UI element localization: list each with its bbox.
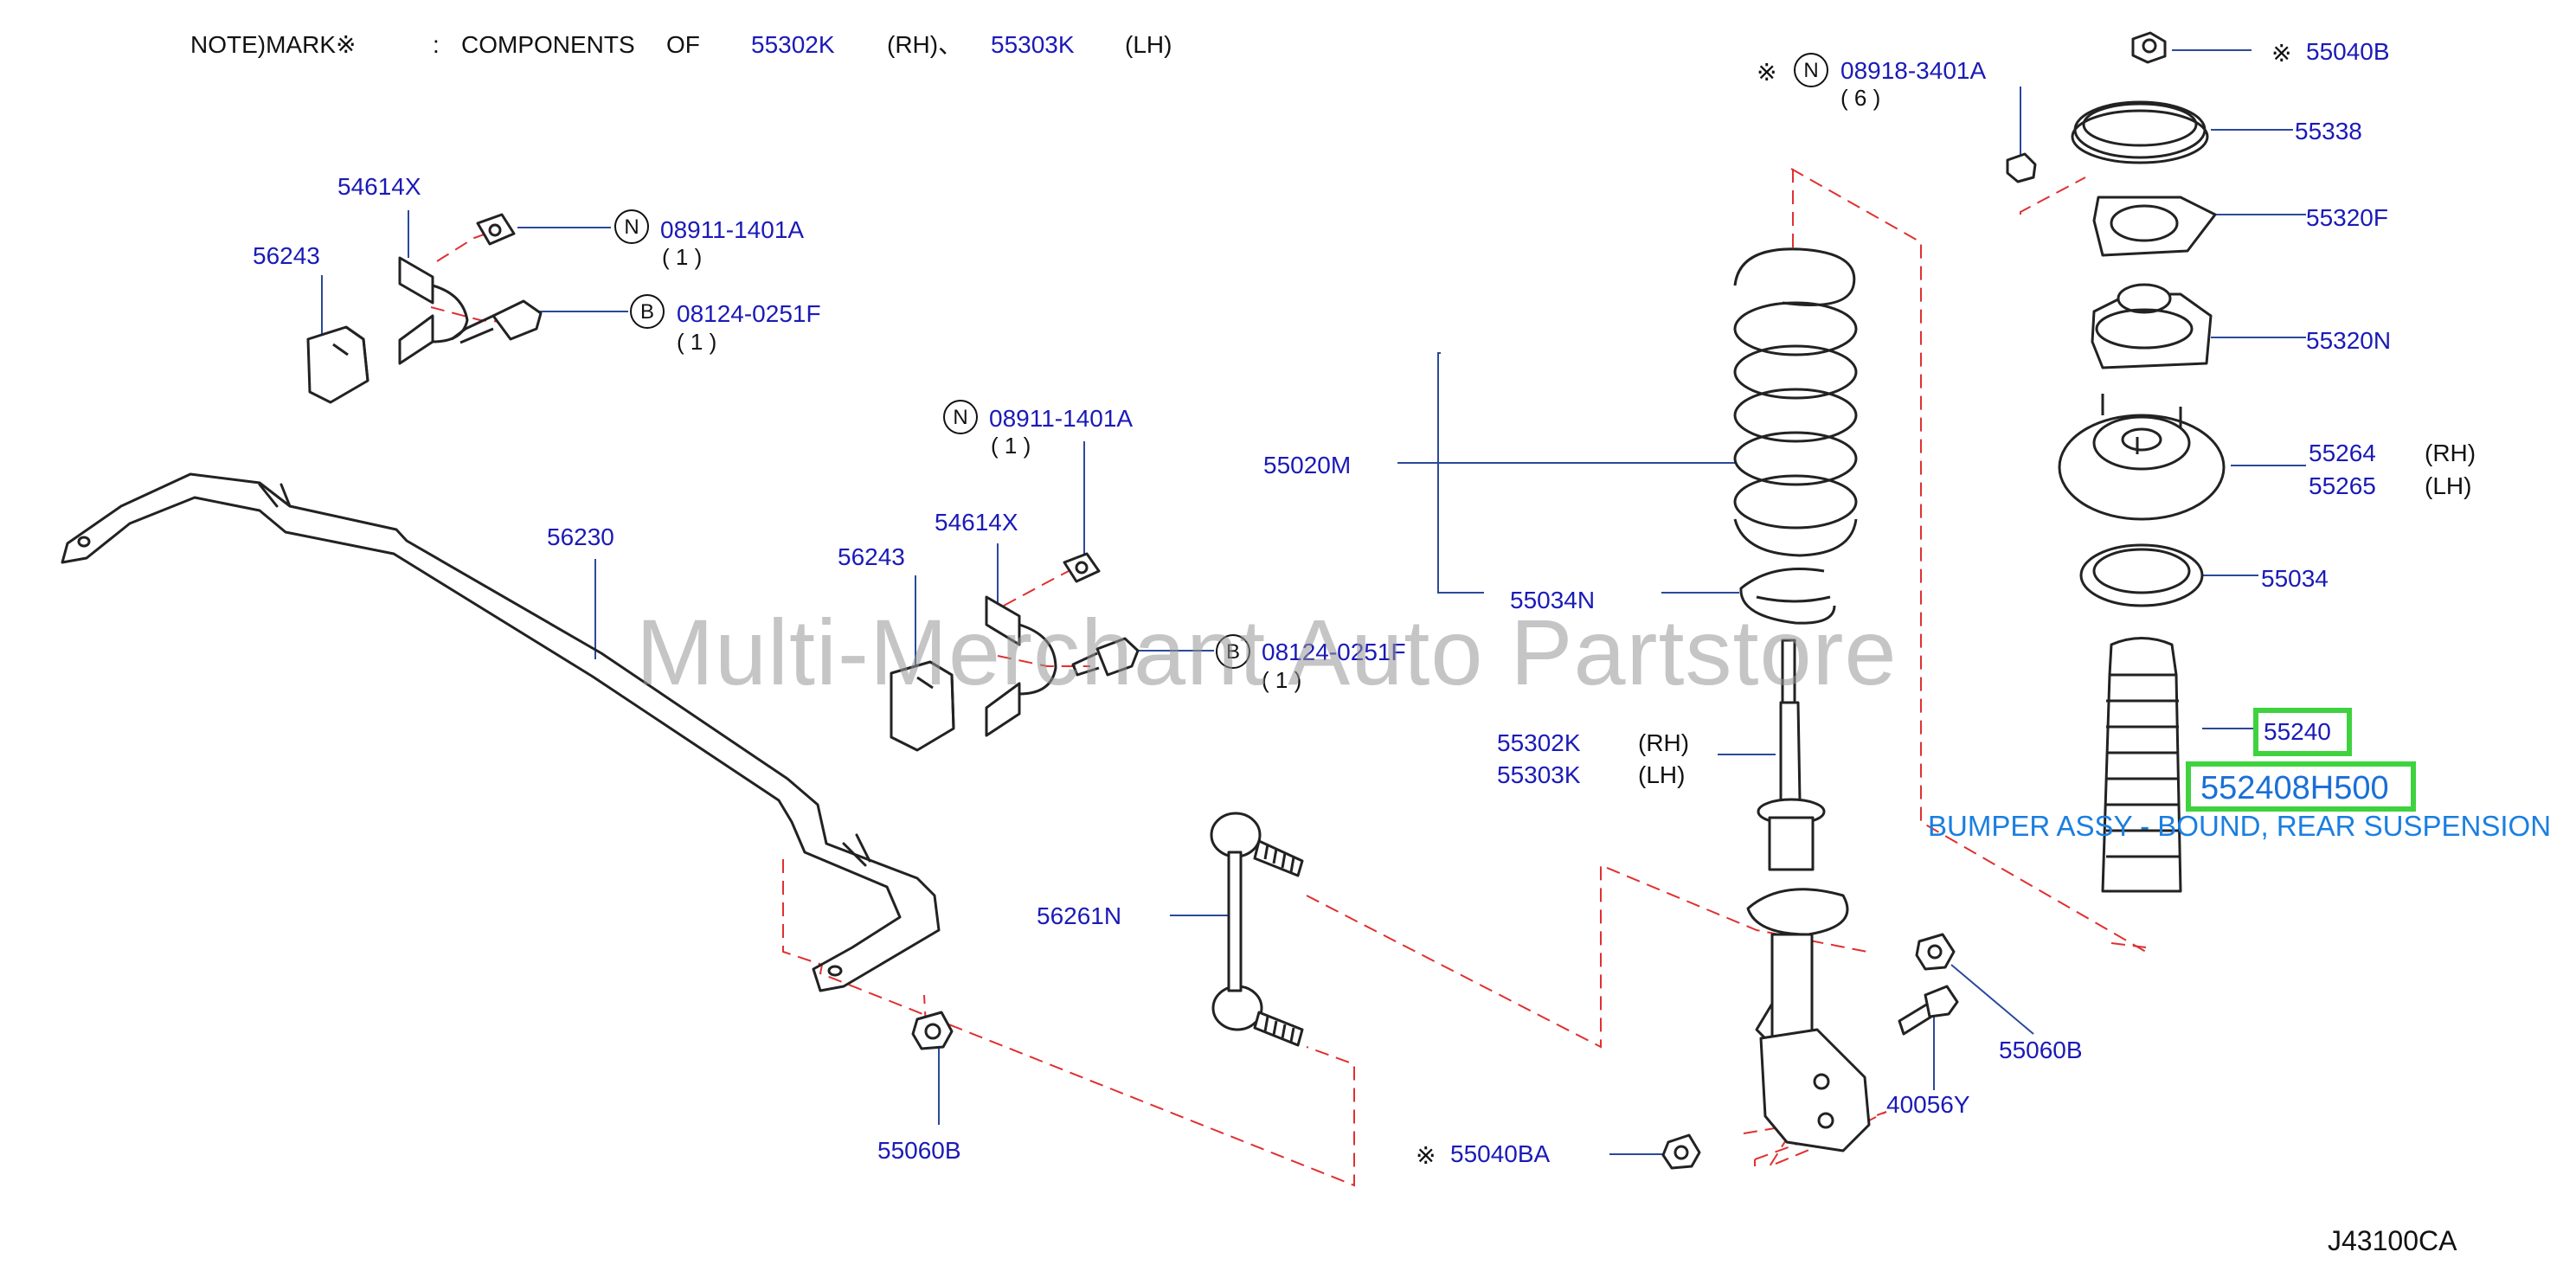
spring-seat-55034n: [1739, 568, 1836, 625]
bracket-plate-b-top: [985, 595, 1021, 646]
bolt-b-a-head: [491, 299, 543, 341]
part-08911-b[interactable]: 08911-1401A: [989, 405, 1134, 432]
part-55034n[interactable]: 55034N: [1510, 587, 1596, 613]
mark-55040ba: ※: [1416, 1142, 1436, 1169]
bracket-plate-a-top: [398, 256, 434, 305]
b-symbol-b: B: [1216, 634, 1250, 669]
note-colon: :: [433, 31, 440, 58]
strut: [1746, 639, 1871, 1152]
highlight-box-55240: [2253, 708, 2352, 756]
bumper-body: [2101, 673, 2182, 893]
part-56243-a[interactable]: 56243: [253, 242, 320, 269]
note-part-lh[interactable]: 55303K: [991, 31, 1075, 58]
part-55020m[interactable]: 55020M: [1263, 452, 1352, 478]
qty-08124-a: ( 1 ): [677, 329, 717, 355]
part-55040ba[interactable]: 55040BA: [1450, 1140, 1551, 1167]
lh-55265: (LH): [2425, 472, 2472, 499]
part-55303k[interactable]: 55303K: [1497, 761, 1581, 788]
bushing-56243-a: [306, 325, 369, 404]
note-components: COMPONENTS: [461, 31, 635, 58]
part-55320f[interactable]: 55320F: [2306, 204, 2388, 231]
part-55240[interactable]: 55240: [2264, 718, 2331, 745]
part-56243-b[interactable]: 56243: [838, 543, 905, 570]
part-08918[interactable]: 08918-3401A: [1840, 57, 1987, 84]
nut-08918: [2006, 152, 2037, 183]
dash-b-a: [430, 306, 503, 323]
rh-55264: (RH): [2425, 440, 2476, 466]
part-55264[interactable]: 55264: [2309, 440, 2376, 466]
lh-55303k: (LH): [1638, 761, 1686, 788]
part-55034[interactable]: 55034: [2261, 565, 2329, 592]
diagram-code: J43100CA: [2328, 1225, 2457, 1256]
note-part-rh[interactable]: 55302K: [751, 31, 835, 58]
part-54614x-a[interactable]: 54614X: [337, 173, 421, 200]
qty-08124-b: ( 1 ): [1262, 667, 1302, 693]
part-55338[interactable]: 55338: [2295, 118, 2362, 144]
part-55040b[interactable]: 55040B: [2306, 38, 2390, 65]
coil-spring: [1733, 247, 1858, 557]
part-55265[interactable]: 55265: [2309, 472, 2376, 499]
n-symbol-b: N: [943, 400, 978, 434]
dash-n-a: [436, 233, 487, 262]
note-prefix: NOTE)MARK※: [190, 31, 357, 58]
link-bottom-joint: [1211, 985, 1263, 1031]
part-55060b-b[interactable]: 55060B: [1999, 1037, 2083, 1063]
bolt-40056y-head: [1924, 985, 1959, 1018]
leader-55060b-b: [1950, 964, 2034, 1035]
bumper-top: [2108, 637, 2178, 677]
highlight-caption: BUMPER ASSY - BOUND, REAR SUSPENSION: [1928, 810, 2552, 842]
dash-n-b: [1003, 570, 1070, 607]
note-of: OF: [666, 31, 700, 58]
dash-bump: [2110, 942, 2147, 948]
part-55302k[interactable]: 55302K: [1497, 729, 1581, 756]
link-top-joint: [1210, 812, 1262, 858]
part-55320n[interactable]: 55320N: [2306, 327, 2392, 354]
qty-08918: ( 6 ): [1840, 85, 1881, 111]
link-bottom-stud: [1253, 1011, 1304, 1047]
leader-55020m-bottom: [1437, 463, 1484, 594]
dash-spring-top: [1790, 168, 2147, 953]
bolt-b-b-head: [1095, 637, 1140, 677]
qty-08911-b: ( 1 ): [991, 433, 1031, 459]
note-lh: (LH): [1125, 31, 1172, 58]
watermark: Multi-Merchant Auto Partstore: [636, 600, 1898, 704]
part-08911-a[interactable]: 08911-1401A: [660, 216, 805, 243]
leader-55020m-top: [1437, 352, 1735, 464]
part-08124-b[interactable]: 08124-0251F: [1262, 639, 1406, 665]
mark-55040b: ※: [2271, 40, 2292, 67]
qty-08911-a: ( 1 ): [662, 244, 703, 270]
part-40056y[interactable]: 40056Y: [1886, 1091, 1970, 1118]
n-symbol-c: N: [1794, 53, 1828, 87]
part-56230[interactable]: 56230: [547, 523, 614, 550]
part-56261n[interactable]: 56261N: [1037, 902, 1122, 929]
note-rh: (RH)、: [887, 31, 963, 58]
part-54614x-b[interactable]: 54614X: [935, 509, 1018, 536]
stabilizer-bar-outline: [61, 472, 941, 992]
mark-08918: ※: [1757, 59, 1777, 86]
bracket-plate-a-bottom: [398, 314, 434, 365]
rh-55302k: (RH): [1638, 729, 1690, 756]
dash-bar-link: [782, 859, 1355, 1187]
highlight-box-part-number: [2186, 761, 2416, 812]
highlight-part-number[interactable]: 552408H500: [2200, 770, 2389, 806]
dash-top-nut: [2020, 177, 2086, 215]
bracket-plate-b-bottom: [985, 682, 1021, 737]
bearing-55034: [2079, 543, 2204, 607]
part-08124-a[interactable]: 08124-0251F: [677, 300, 821, 327]
n-symbol-a: N: [614, 209, 649, 244]
link-rod: [1227, 851, 1243, 992]
part-55060b-a[interactable]: 55060B: [877, 1137, 961, 1164]
b-symbol-a: B: [630, 294, 665, 329]
link-top-stud: [1253, 839, 1304, 877]
dash-b-b: [997, 655, 1090, 667]
